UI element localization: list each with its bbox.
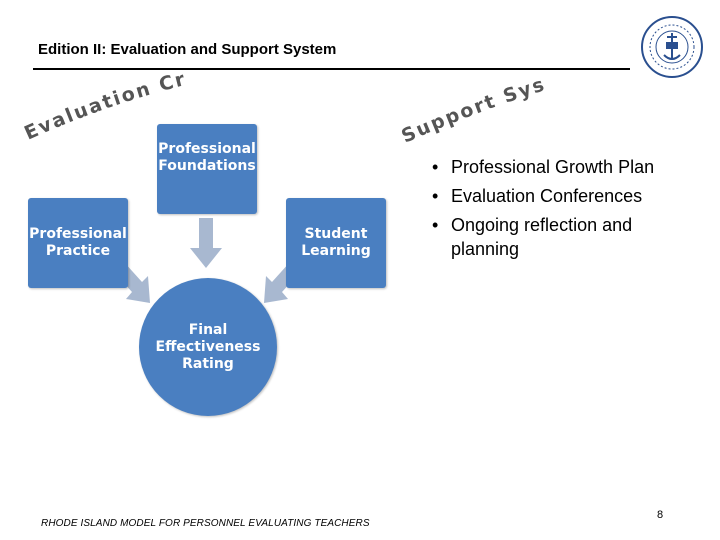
- student-learning-box: Student Learning: [286, 198, 386, 288]
- list-item: •Ongoing reflection and planning: [432, 215, 633, 259]
- page-title: Edition II: Evaluation and Support Syste…: [38, 41, 337, 58]
- down-arrow: [190, 218, 222, 268]
- footer-text: RHODE ISLAND MODEL FOR PERSONNEL EVALUAT…: [41, 518, 370, 529]
- bullet-dot: •: [432, 157, 439, 177]
- list-item: •Evaluation Conferences: [432, 186, 643, 206]
- evaluation-criteria-arc-text: Evaluation Criteria: [0, 0, 189, 145]
- bullet-dot: •: [432, 215, 439, 235]
- ride-seal-logo: [641, 16, 703, 78]
- support-bullet-list: •Professional Growth Plan •Evaluation Co…: [430, 155, 690, 266]
- list-item: •Professional Growth Plan: [432, 157, 655, 177]
- bullet-dot: •: [432, 186, 439, 206]
- final-effectiveness-rating-circle: Final Effectiveness Rating: [139, 278, 277, 416]
- professional-foundations-box: Professional Foundations: [157, 124, 257, 214]
- page-number: 8: [657, 509, 664, 521]
- support-system-arc-text: Support System: [0, 0, 549, 148]
- header-divider: [33, 68, 630, 70]
- professional-practice-box: Professional Practice: [28, 198, 128, 288]
